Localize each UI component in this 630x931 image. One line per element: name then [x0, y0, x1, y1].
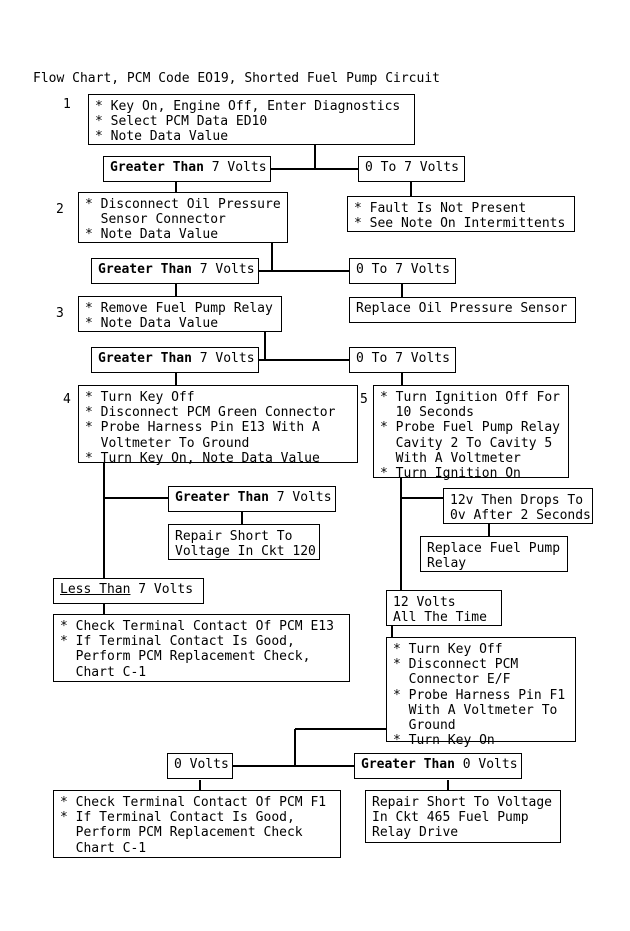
decision-1-greater-than[interactable]: Greater Than 7 Volts: [103, 156, 271, 182]
replace-fuel-pump-relay-box: Replace Fuel Pump Relay: [420, 536, 568, 572]
replace-oil-pressure-sensor-box: Replace Oil Pressure Sensor: [349, 297, 576, 323]
repair-short-ckt-120-box: Repair Short To Voltage In Ckt 120: [168, 524, 320, 560]
decision-2-greater-than[interactable]: Greater Than 7 Volts: [91, 258, 259, 284]
result-12v-drops-box[interactable]: 12v Then Drops To 0v After 2 Seconds: [443, 488, 593, 524]
step-1-box: * Key On, Engine Off, Enter Diagnostics …: [88, 94, 415, 145]
fault-not-present-box: * Fault Is Not Present * See Note On Int…: [347, 196, 575, 232]
step-number-3: 3: [56, 306, 64, 321]
decision-3-greater-than-strong: Greater Than: [98, 351, 192, 366]
decision-4-less-than-rest: 7 Volts: [130, 582, 194, 597]
step-5-box: * Turn Ignition Off For 10 Seconds * Pro…: [373, 385, 569, 481]
decision-6-greater-than-rest: 0 Volts: [454, 757, 518, 772]
decision-1-greater-than-strong: Greater Than: [110, 160, 204, 175]
repair-short-ckt-465-box: Repair Short To Voltage In Ckt 465 Fuel …: [365, 790, 561, 843]
decision-4-greater-than[interactable]: Greater Than 7 Volts: [168, 486, 336, 512]
step-3-box: * Remove Fuel Pump Relay * Note Data Val…: [78, 296, 282, 332]
decision-3-greater-than-rest: 7 Volts: [191, 351, 255, 366]
decision-6-greater-than-strong: Greater Than: [361, 757, 455, 772]
check-terminal-f1-box: * Check Terminal Contact Of PCM F1 * If …: [53, 790, 341, 858]
decision-1-zero-to-seven[interactable]: 0 To 7 Volts: [358, 156, 465, 182]
decision-3-greater-than[interactable]: Greater Than 7 Volts: [91, 347, 259, 373]
decision-4-greater-than-rest: 7 Volts: [268, 490, 332, 505]
step-6-box: * Turn Key Off * Disconnect PCM Connecto…: [386, 637, 576, 748]
decision-2-greater-than-strong: Greater Than: [98, 262, 192, 277]
step-2-box: * Disconnect Oil Pressure Sensor Connect…: [78, 192, 288, 243]
check-terminal-e13-box: * Check Terminal Contact Of PCM E13 * If…: [53, 614, 350, 682]
decision-4-less-than[interactable]: Less Than 7 Volts: [53, 578, 204, 604]
decision-4-greater-than-strong: Greater Than: [175, 490, 269, 505]
decision-6-zero-volts[interactable]: 0 Volts: [167, 753, 233, 779]
step-number-1: 1: [63, 97, 71, 112]
decision-2-greater-than-rest: 7 Volts: [191, 262, 255, 277]
decision-4-less-than-underline: Less Than: [60, 582, 131, 597]
decision-3-zero-to-seven[interactable]: 0 To 7 Volts: [349, 347, 456, 373]
result-12-volts-all-time-box[interactable]: 12 Volts All The Time: [386, 590, 502, 626]
decision-6-greater-than-zero[interactable]: Greater Than 0 Volts: [354, 753, 522, 779]
decision-2-zero-to-seven[interactable]: 0 To 7 Volts: [349, 258, 456, 284]
page-title: Flow Chart, PCM Code EO19, Shorted Fuel …: [33, 71, 440, 86]
decision-1-greater-than-rest: 7 Volts: [203, 160, 267, 175]
step-number-4: 4: [63, 392, 71, 407]
step-number-5: 5: [360, 392, 368, 407]
step-4-box: * Turn Key Off * Disconnect PCM Green Co…: [78, 385, 358, 466]
step-number-2: 2: [56, 202, 64, 217]
